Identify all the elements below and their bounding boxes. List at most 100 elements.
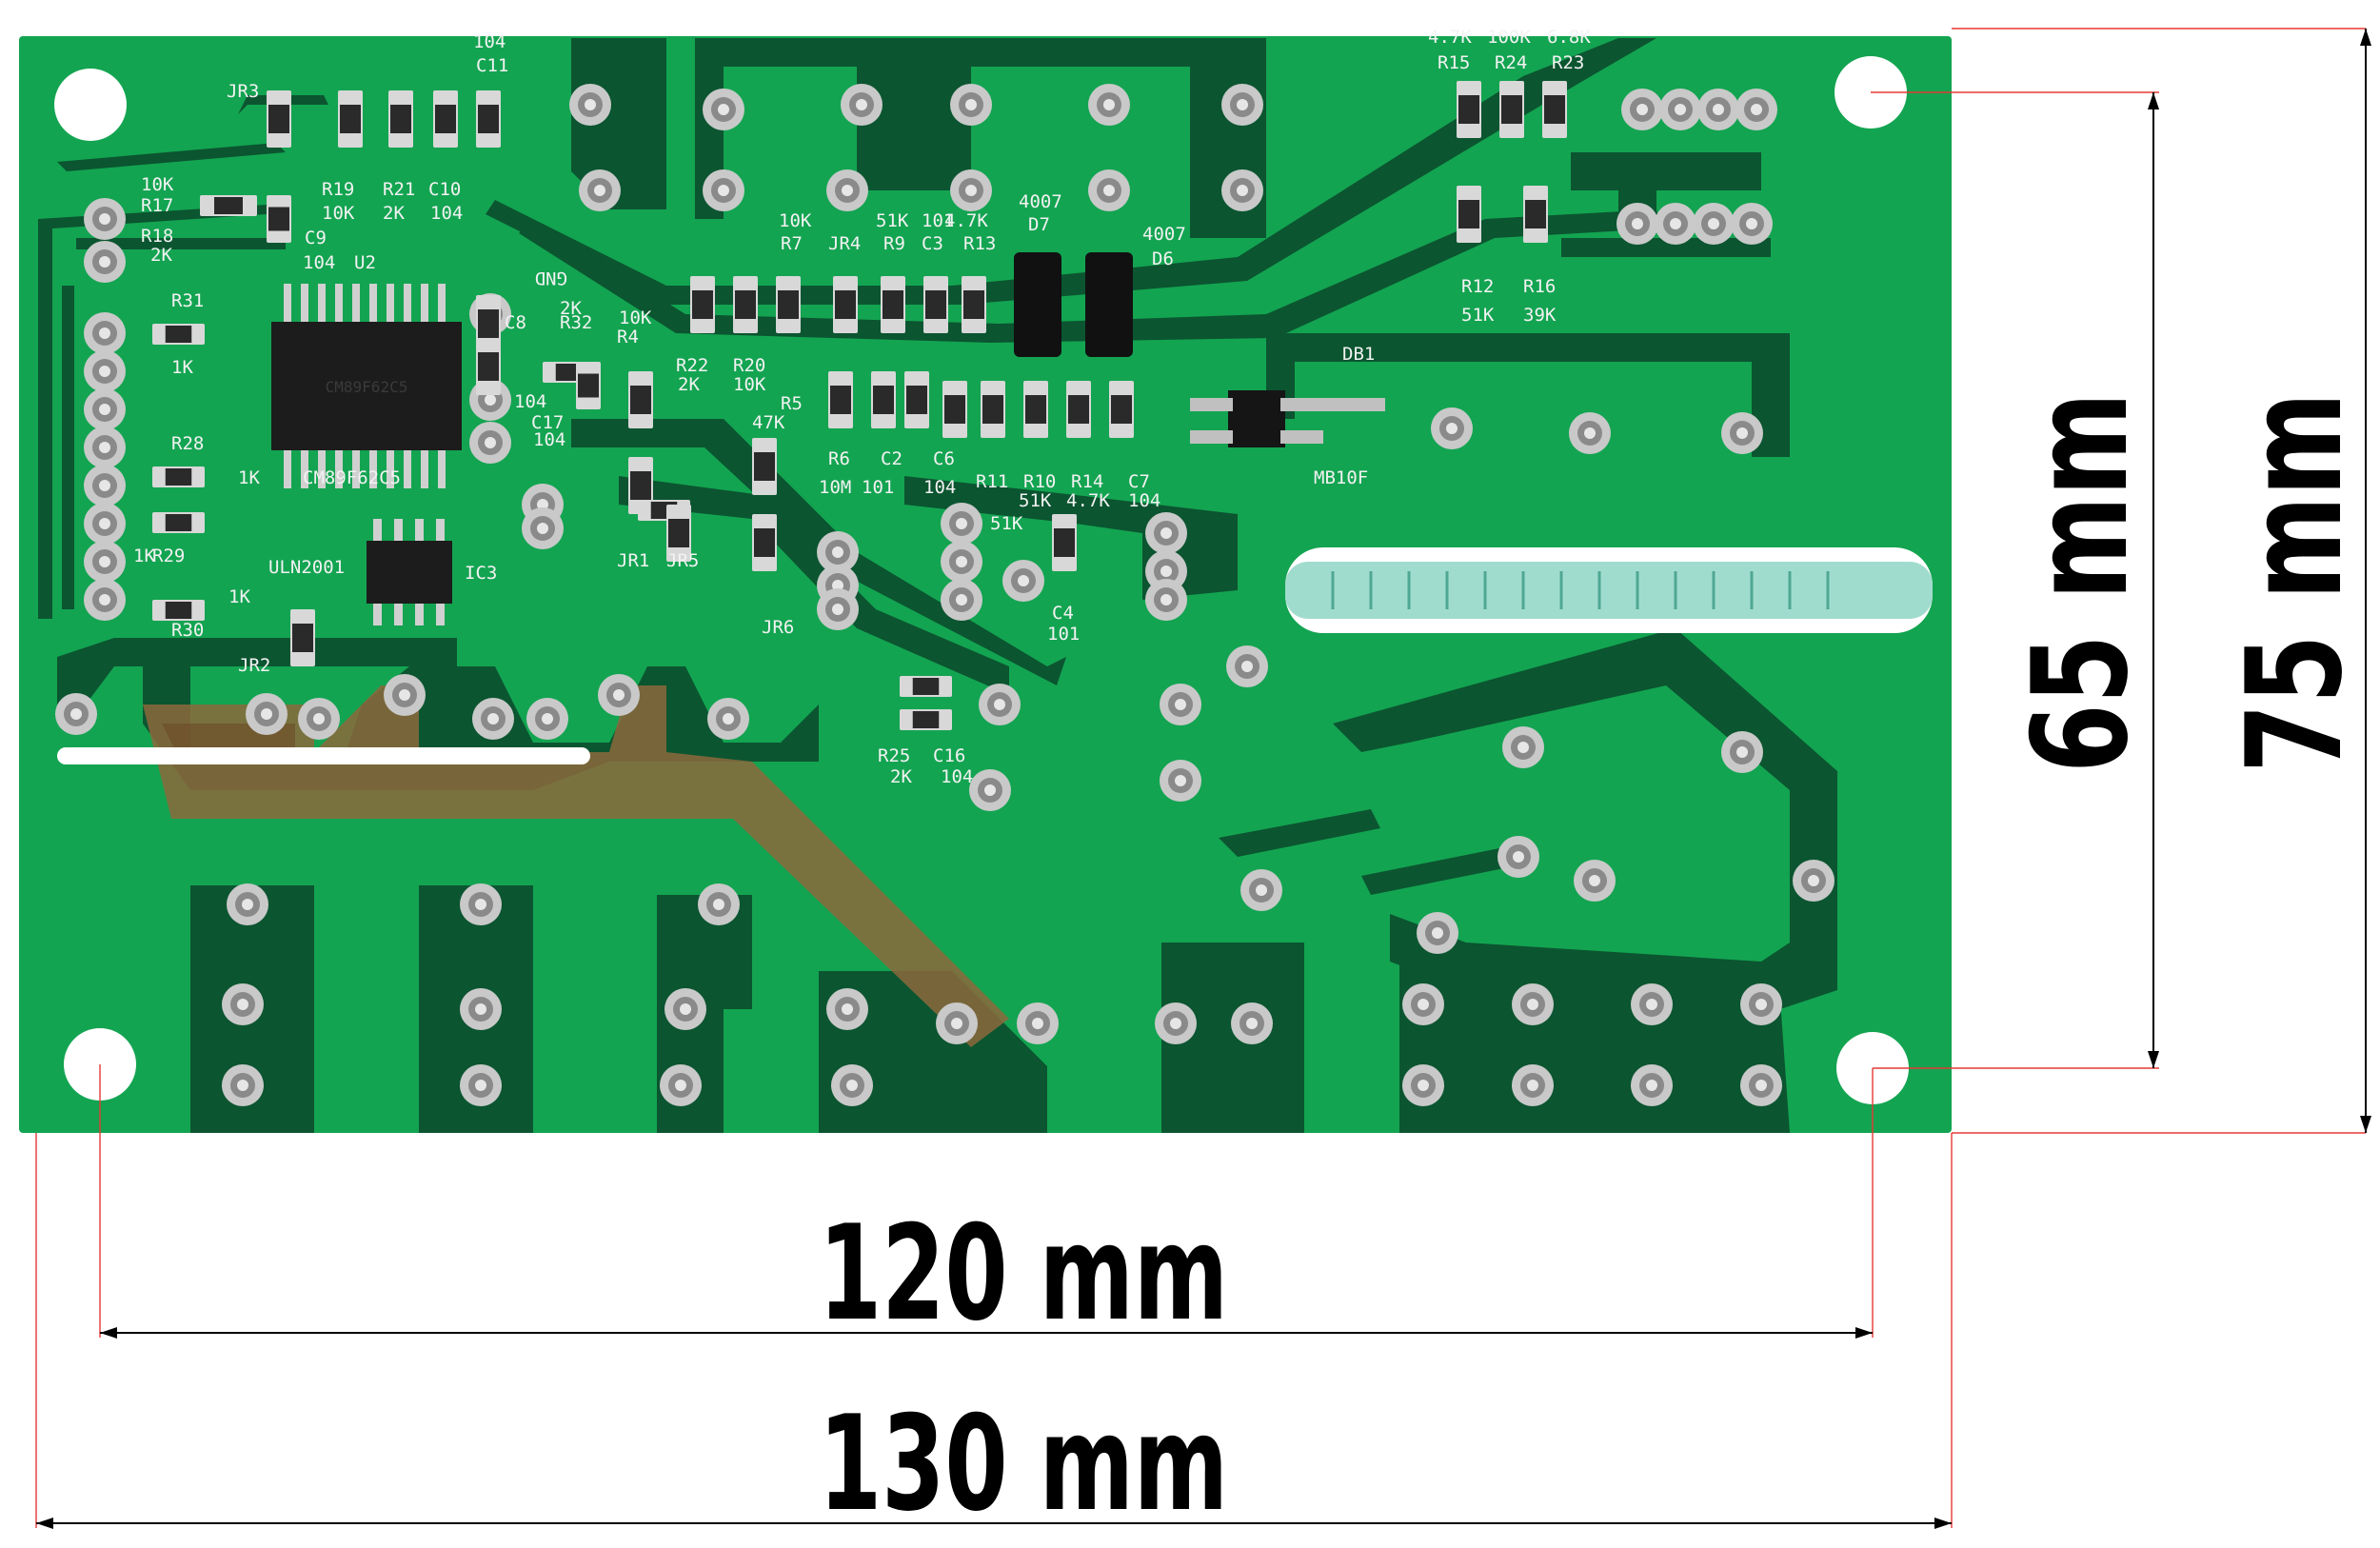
silkscreen-label: C6	[933, 448, 955, 469]
silkscreen-label: C9	[305, 228, 327, 248]
silkscreen-label: 2K	[383, 203, 405, 224]
silkscreen-label: 4007	[1142, 224, 1186, 245]
silk-gnd-label: GND	[535, 268, 567, 288]
silkscreen-label: R32	[560, 312, 592, 333]
silkscreen-label: R5	[781, 393, 803, 414]
silkscreen-label: 6.8K	[1547, 27, 1591, 48]
silkscreen-label: R31	[171, 290, 204, 311]
silkscreen-label: R9	[883, 233, 905, 254]
smd-components	[152, 81, 1567, 730]
silkscreen-label: 4.7K	[1066, 490, 1110, 511]
dimension-label-130mm: 130 mm	[819, 1387, 1228, 1540]
silk-ic-u2-label: U2	[354, 252, 376, 273]
silkscreen-label: 104	[303, 252, 335, 273]
diode-d6	[1085, 252, 1133, 357]
mounting-hole-top-left	[54, 69, 127, 141]
silkscreen-label: R15	[1438, 52, 1470, 73]
silkscreen-label: 104	[533, 429, 565, 450]
zip-tie	[1285, 562, 1933, 619]
silkscreen-label: 101	[1047, 624, 1080, 645]
silkscreen-label: R18	[141, 226, 173, 247]
silkscreen-label: JR1	[617, 550, 649, 571]
silkscreen-label: 104	[473, 31, 506, 52]
silkscreen-label: 39K	[1523, 305, 1557, 326]
dimension-label-75mm: 75 mm	[2218, 392, 2371, 773]
silkscreen-label: R10	[1023, 471, 1056, 492]
silkscreen-label: 10K	[141, 174, 174, 195]
silkscreen-label: 1K	[133, 546, 155, 566]
silkscreen-label: R14	[1071, 471, 1103, 492]
silkscreen-label: R7	[781, 233, 803, 254]
silkscreen-label: C10	[428, 179, 461, 200]
silkscreen-label: 51K	[876, 210, 909, 231]
silkscreen-label: 47K	[752, 412, 785, 433]
board-slot-small	[57, 747, 590, 764]
silkscreen-label: R21	[383, 179, 415, 200]
silkscreen-label: 10K	[733, 374, 766, 395]
solder-pads	[55, 84, 1835, 1106]
silkscreen-label: R17	[141, 195, 173, 216]
silkscreen-label: JR3	[227, 81, 259, 102]
silkscreen-label: 101	[862, 477, 894, 498]
silkscreen-label: R24	[1495, 52, 1527, 73]
silkscreen-label: R13	[963, 233, 996, 254]
silkscreen-label: R30	[171, 620, 204, 641]
silkscreen-label: C11	[476, 55, 508, 76]
dimension-label-65mm: 65 mm	[2004, 392, 2157, 773]
silkscreen-label: R4	[617, 327, 639, 347]
silkscreen-label: 2K	[560, 298, 582, 319]
silkscreen-label: R25	[878, 745, 910, 766]
silkscreen-label: C2	[881, 448, 902, 469]
silkscreen-label: C17	[531, 412, 564, 433]
silkscreen-label: JR6	[762, 617, 794, 638]
silkscreen-label: R6	[828, 448, 850, 469]
silkscreen-label: 10K	[619, 308, 652, 328]
silkscreen-label: 1K	[238, 467, 260, 488]
silkscreen-label: 104	[923, 477, 956, 498]
silkscreen-label: C3	[922, 233, 943, 254]
silkscreen-label: 10K	[779, 210, 812, 231]
silkscreen-label: 51K	[1461, 305, 1495, 326]
bus-bar	[143, 685, 1009, 1047]
silkscreen-label: 101	[922, 210, 954, 231]
silkscreen-label: 51K	[990, 513, 1023, 534]
silkscreen-label: D7	[1028, 214, 1050, 235]
silkscreen-label: 51K	[1019, 490, 1052, 511]
ic-u2-chip-text: CM89F62C5	[326, 378, 408, 396]
silkscreen-label: JR2	[238, 655, 270, 676]
diode-d7	[1014, 252, 1061, 357]
silkscreen-label: C16	[933, 745, 965, 766]
silk-db1-label: DB1	[1342, 344, 1375, 365]
silkscreen-label: 10K	[322, 203, 355, 224]
zip-tie-ridges	[1331, 571, 1830, 609]
silkscreen-label: 4007	[1019, 191, 1062, 212]
silkscreen-label: 2K	[890, 766, 912, 787]
silkscreen-label: JR5	[666, 550, 699, 571]
pcb-board: CM89F62C5 U2 CM89F62C5 ULN2001 IC3 DB1 M…	[19, 27, 1952, 1133]
dimension-annotations: 120 mm 130 mm 65 mm 75 mm	[35, 28, 2371, 1540]
silkscreen-label: 104	[1128, 490, 1160, 511]
silk-ic-u2-part: CM89F62C5	[303, 467, 401, 488]
silkscreen-label: 104	[430, 203, 463, 224]
silkscreen-label: R23	[1552, 52, 1584, 73]
dimension-arrows	[36, 29, 2371, 1529]
silkscreen-label: R19	[322, 179, 354, 200]
silkscreen-label: R16	[1523, 276, 1556, 297]
silkscreen-label: 100K	[1487, 27, 1531, 48]
silkscreen-label: 10M	[819, 477, 851, 498]
silkscreen-label: R22	[676, 355, 708, 376]
silkscreen-label: D6	[1152, 248, 1174, 269]
ic-u2: CM89F62C5	[271, 284, 462, 488]
silkscreen: U2 CM89F62C5 ULN2001 IC3 DB1 MB10F GND 1…	[133, 27, 1591, 787]
silkscreen-label: 4.7K	[1428, 27, 1472, 48]
silkscreen-label: R29	[152, 546, 185, 566]
silkscreen-label: C8	[505, 312, 526, 333]
silkscreen-label: C7	[1128, 471, 1150, 492]
silk-ic3-part: ULN2001	[268, 557, 345, 578]
silk-ic3-label: IC3	[465, 563, 497, 584]
silkscreen-label: R11	[976, 471, 1008, 492]
silk-db1-part: MB10F	[1314, 467, 1368, 488]
dimension-label-120mm: 120 mm	[819, 1197, 1228, 1350]
silkscreen-label: R12	[1461, 276, 1494, 297]
